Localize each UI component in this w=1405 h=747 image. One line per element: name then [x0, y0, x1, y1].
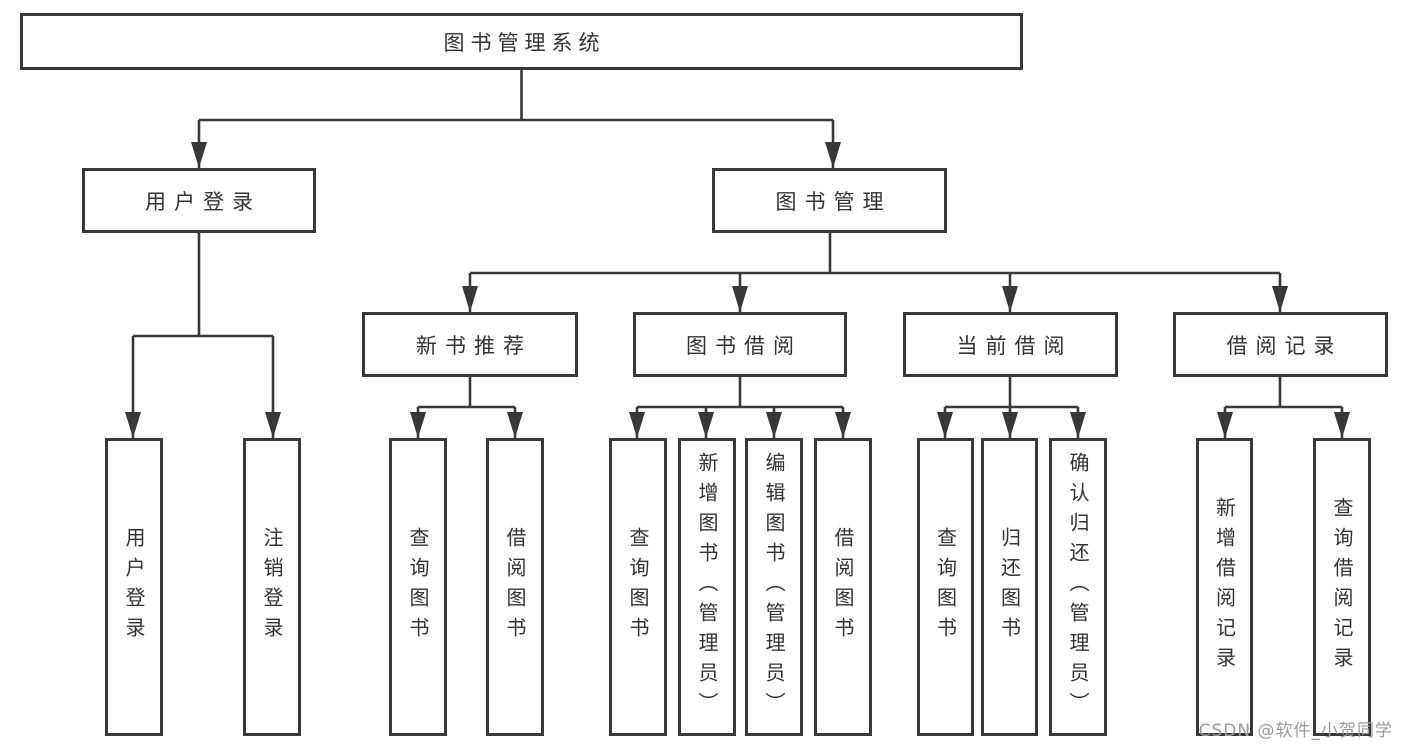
node-current-borrow: 当前借阅: [903, 312, 1118, 377]
node-library-management-system: 图书管理系统: [20, 13, 1023, 70]
leaf-br-add-record: 新增借阅记录: [1196, 438, 1253, 736]
leaf-bb-add-book-admin: 新增图书（管理员）: [678, 438, 736, 736]
leaf-user-login: 用户登录: [105, 438, 163, 736]
node-new-book-recommend: 新书推荐: [362, 312, 578, 377]
leaf-nbr-borrow-book: 借阅图书: [486, 438, 544, 736]
node-book-borrow: 图书借阅: [633, 312, 847, 377]
leaf-cb-return-book: 归还图书: [981, 438, 1038, 736]
csdn-watermark: CSDN @软件_小贺同学: [1198, 721, 1393, 741]
node-user-login: 用户登录: [82, 168, 316, 233]
node-borrow-record: 借阅记录: [1173, 312, 1388, 377]
leaf-bb-query-book: 查询图书: [609, 438, 667, 736]
leaf-bb-edit-book-admin: 编辑图书（管理员）: [745, 438, 803, 736]
leaf-bb-borrow-book: 借阅图书: [814, 438, 872, 736]
leaf-cb-query-book: 查询图书: [917, 438, 974, 736]
leaf-cb-confirm-return-admin: 确认归还（管理员）: [1049, 438, 1107, 736]
leaf-nbr-query-book: 查询图书: [389, 438, 447, 736]
leaf-br-query-record: 查询借阅记录: [1313, 438, 1371, 736]
node-book-management: 图书管理: [712, 168, 947, 233]
leaf-logout: 注销登录: [243, 438, 301, 736]
